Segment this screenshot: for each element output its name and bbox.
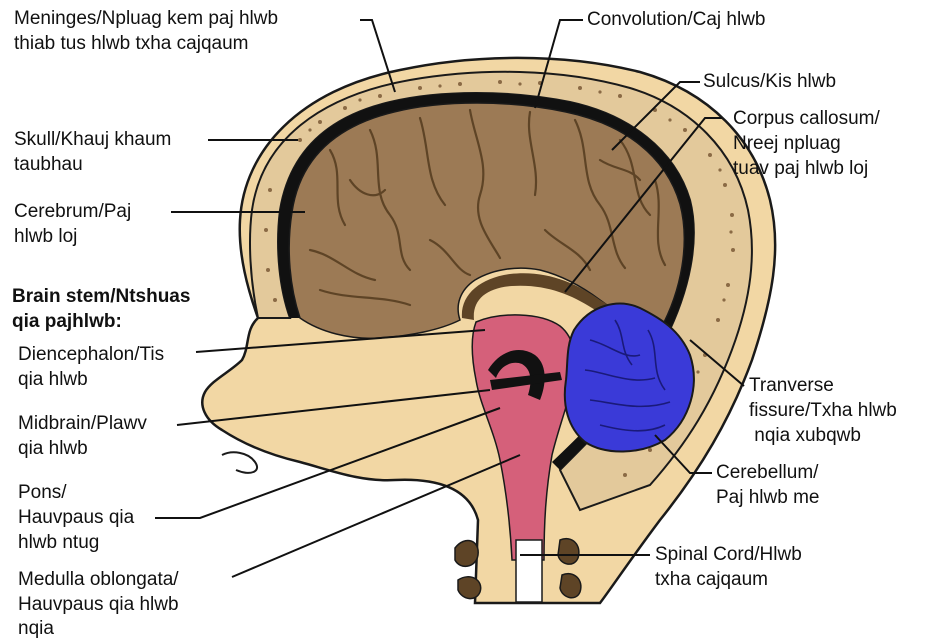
label-midbrain-line-1: Midbrain/Plawv bbox=[18, 413, 147, 434]
label-corpus-callosum-line-3: tuav paj hlwb loj bbox=[733, 158, 868, 179]
label-medulla-line-3: nqia bbox=[18, 618, 54, 639]
label-pons-line-3: hlwb ntug bbox=[18, 532, 99, 553]
label-sulcus-line-1: Sulcus/Kis hlwb bbox=[703, 71, 836, 92]
label-brain-stem: Brain stem/Ntshuas qia pajhlwb: bbox=[12, 286, 190, 332]
label-corpus-callosum-line-1: Corpus callosum/ bbox=[733, 108, 880, 129]
label-pons: Pons/ Hauvpaus qia hlwb ntug bbox=[18, 482, 135, 553]
label-cerebrum-line-1: Cerebrum/Paj bbox=[14, 201, 131, 222]
label-diencephalon-line-2: qia hlwb bbox=[18, 369, 88, 390]
label-skull-line-1: Skull/Khauj khaum bbox=[14, 129, 171, 150]
label-medulla-line-1: Medulla oblongata/ bbox=[18, 569, 179, 590]
label-cerebellum-line-1: Cerebellum/ bbox=[716, 462, 819, 483]
label-spinal-cord-line-1: Spinal Cord/Hlwb bbox=[655, 544, 802, 565]
label-corpus-callosum-line-2: Nreej npluag bbox=[733, 133, 841, 154]
label-corpus-callosum: Corpus callosum/ Nreej npluag tuav paj h… bbox=[733, 108, 880, 179]
label-brain-stem-line-2: qia pajhlwb: bbox=[12, 311, 122, 332]
label-spinal-cord-line-2: txha cajqaum bbox=[655, 569, 768, 590]
label-meninges-line-2: thiab tus hlwb txha cajqaum bbox=[14, 33, 248, 54]
label-cerebellum-line-2: Paj hlwb me bbox=[716, 487, 820, 508]
label-meninges: Meninges/Npluag kem paj hlwb thiab tus h… bbox=[14, 8, 278, 54]
label-transverse-fissure: Tranverse fissure/Txha hlwb nqia xubqwb bbox=[749, 375, 897, 446]
label-cerebellum: Cerebellum/ Paj hlwb me bbox=[716, 462, 820, 508]
label-convolution-line-1: Convolution/Caj hlwb bbox=[587, 9, 766, 30]
label-pons-line-1: Pons/ bbox=[18, 482, 67, 503]
label-brain-stem-line-1: Brain stem/Ntshuas bbox=[12, 286, 190, 307]
label-pons-line-2: Hauvpaus qia bbox=[18, 507, 135, 528]
label-transverse-fissure-line-3: nqia xubqwb bbox=[749, 425, 861, 446]
label-diencephalon: Diencephalon/Tis qia hlwb bbox=[18, 344, 164, 390]
label-transverse-fissure-line-1: Tranverse bbox=[749, 375, 834, 396]
label-cerebrum-line-2: hlwb loj bbox=[14, 226, 77, 247]
label-medulla-line-2: Hauvpaus qia hlwb bbox=[18, 594, 179, 615]
label-midbrain-line-2: qia hlwb bbox=[18, 438, 88, 459]
label-convolution: Convolution/Caj hlwb bbox=[587, 9, 766, 30]
label-transverse-fissure-line-2: fissure/Txha hlwb bbox=[749, 400, 897, 421]
label-spinal-cord: Spinal Cord/Hlwb txha cajqaum bbox=[655, 544, 802, 590]
label-skull: Skull/Khauj khaum taubhau bbox=[14, 129, 171, 175]
label-diencephalon-line-1: Diencephalon/Tis bbox=[18, 344, 164, 365]
label-midbrain: Midbrain/Plawv qia hlwb bbox=[18, 413, 147, 459]
label-cerebrum: Cerebrum/Paj hlwb loj bbox=[14, 201, 131, 247]
label-skull-line-2: taubhau bbox=[14, 154, 83, 175]
label-medulla: Medulla oblongata/ Hauvpaus qia hlwb nqi… bbox=[18, 569, 179, 639]
spinal-cord-core bbox=[516, 540, 542, 602]
label-sulcus: Sulcus/Kis hlwb bbox=[703, 71, 836, 92]
nostril bbox=[222, 452, 257, 472]
label-meninges-line-1: Meninges/Npluag kem paj hlwb bbox=[14, 8, 278, 29]
